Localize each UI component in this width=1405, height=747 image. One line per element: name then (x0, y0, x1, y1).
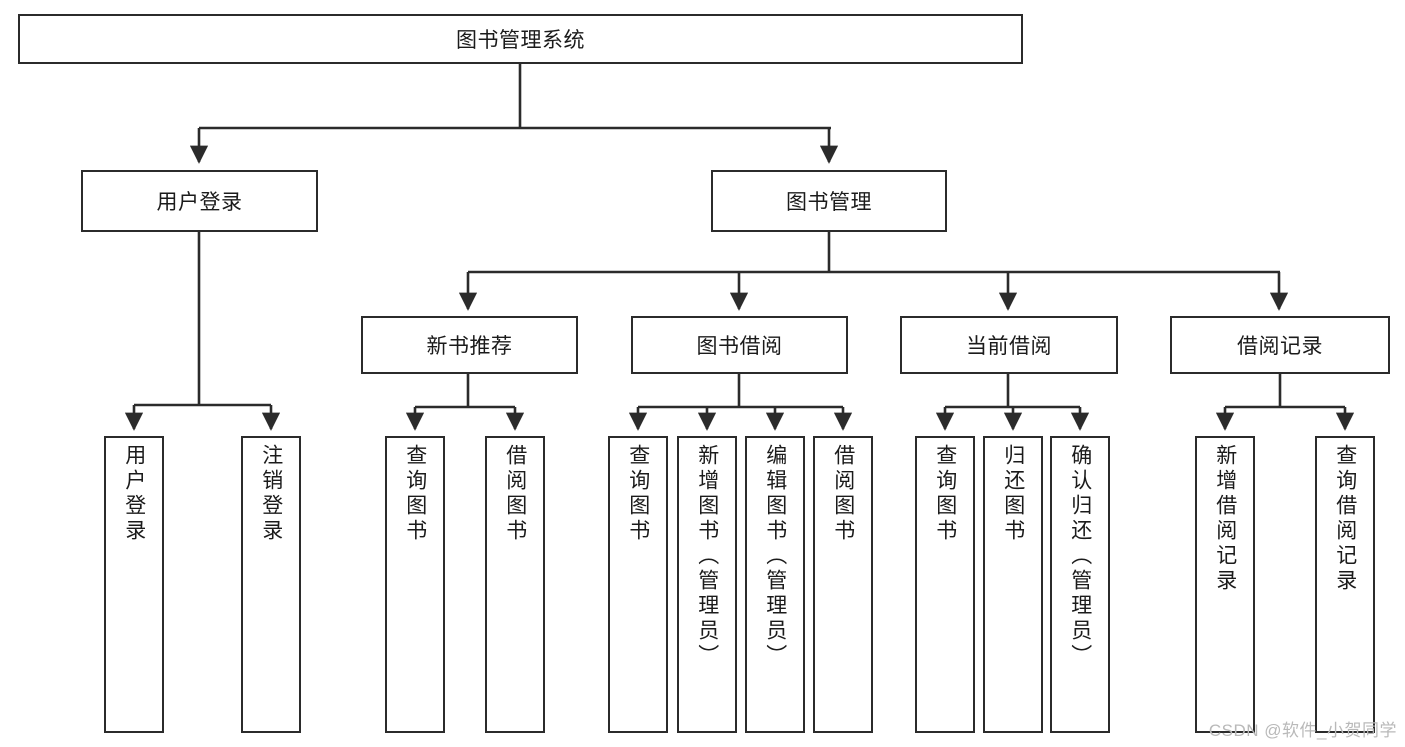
node-leaf-add-record[interactable]: 新增借阅记录 (1195, 436, 1255, 733)
node-new-book-recommend[interactable]: 新书推荐 (361, 316, 578, 374)
watermark-text: CSDN @软件_小贺同学 (1208, 721, 1397, 740)
node-leaf-user-logout[interactable]: 注销登录 (241, 436, 301, 733)
node-current-borrow[interactable]: 当前借阅 (900, 316, 1118, 374)
node-leaf-add-record-label: 新增借阅记录 (1213, 444, 1237, 594)
node-user-login-label: 用户登录 (156, 191, 243, 214)
node-leaf-return-book-label: 归还图书 (1001, 444, 1025, 544)
node-borrow-record-label: 借阅记录 (1237, 335, 1323, 358)
node-leaf-edit-book[interactable]: 编辑图书（管理员） (745, 436, 805, 733)
node-leaf-query-book-3[interactable]: 查询图书 (915, 436, 975, 733)
node-book-manage-label: 图书管理 (786, 191, 872, 214)
node-leaf-borrow-book-2-label: 借阅图书 (831, 444, 855, 544)
node-leaf-borrow-book-1-label: 借阅图书 (503, 444, 527, 544)
node-leaf-borrow-book-1[interactable]: 借阅图书 (485, 436, 545, 733)
node-leaf-user-login[interactable]: 用户登录 (104, 436, 164, 733)
node-user-login[interactable]: 用户登录 (81, 170, 318, 232)
node-book-borrow-label: 图书借阅 (696, 335, 783, 358)
node-leaf-user-login-label: 用户登录 (122, 444, 146, 544)
node-new-book-recommend-label: 新书推荐 (426, 335, 513, 358)
node-leaf-confirm-return-label: 确认归还（管理员） (1068, 444, 1092, 669)
node-leaf-return-book[interactable]: 归还图书 (983, 436, 1043, 733)
node-leaf-query-book-1-label: 查询图书 (403, 444, 427, 544)
node-leaf-add-book[interactable]: 新增图书（管理员） (677, 436, 737, 733)
node-leaf-query-book-2[interactable]: 查询图书 (608, 436, 668, 733)
node-leaf-borrow-book-2[interactable]: 借阅图书 (813, 436, 873, 733)
node-leaf-query-book-1[interactable]: 查询图书 (385, 436, 445, 733)
node-borrow-record[interactable]: 借阅记录 (1170, 316, 1390, 374)
node-leaf-query-book-3-label: 查询图书 (933, 444, 957, 544)
node-root-label: 图书管理系统 (456, 29, 585, 52)
node-leaf-add-book-label: 新增图书（管理员） (695, 444, 719, 669)
node-leaf-query-book-2-label: 查询图书 (626, 444, 650, 544)
node-current-borrow-label: 当前借阅 (966, 335, 1052, 358)
node-leaf-confirm-return[interactable]: 确认归还（管理员） (1050, 436, 1110, 733)
node-root[interactable]: 图书管理系统 (18, 14, 1023, 64)
node-leaf-query-record-label: 查询借阅记录 (1333, 444, 1357, 594)
node-leaf-edit-book-label: 编辑图书（管理员） (763, 444, 787, 669)
node-book-manage[interactable]: 图书管理 (711, 170, 947, 232)
node-leaf-user-logout-label: 注销登录 (259, 444, 283, 544)
node-book-borrow[interactable]: 图书借阅 (631, 316, 848, 374)
node-leaf-query-record[interactable]: 查询借阅记录 (1315, 436, 1375, 733)
